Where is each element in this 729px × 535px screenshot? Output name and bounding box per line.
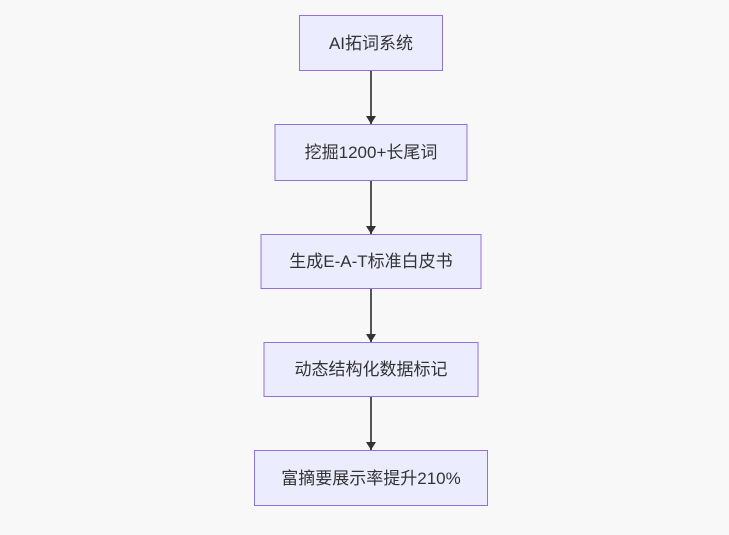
arrowhead-down-icon <box>366 334 376 342</box>
flowchart-node-eat-whitepaper: 生成E-A-T标准白皮书 <box>260 234 482 289</box>
arrowhead-down-icon <box>366 226 376 234</box>
connector-arrow <box>366 289 376 342</box>
flowchart-node-longtail-mining: 挖掘1200+长尾词 <box>274 124 468 181</box>
connector-arrow <box>366 397 376 450</box>
flowchart-node-ai-word-expansion: AI拓词系统 <box>299 15 443 71</box>
flowchart-node-structured-data-markup: 动态结构化数据标记 <box>263 342 479 397</box>
arrowhead-down-icon <box>366 442 376 450</box>
arrowhead-down-icon <box>366 116 376 124</box>
flowchart-node-rich-snippet-uplift: 富摘要展示率提升210% <box>254 450 488 506</box>
connector-arrow <box>366 181 376 234</box>
connector-arrow <box>366 71 376 124</box>
